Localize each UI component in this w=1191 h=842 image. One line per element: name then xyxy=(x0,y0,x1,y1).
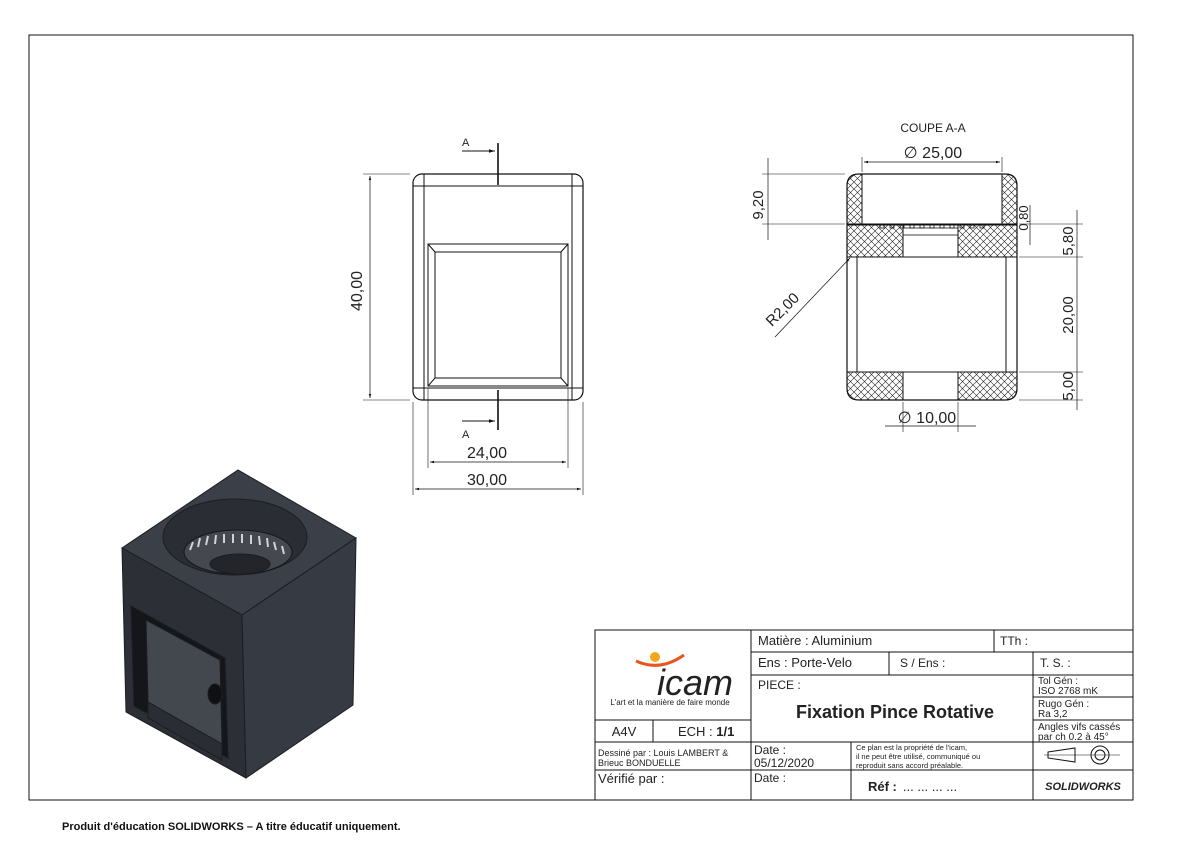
ensemble: Ens : Porte-Velo xyxy=(758,655,852,670)
ref: Réf :... ... ... ... xyxy=(868,779,957,794)
dim-section-radius: R2,00 xyxy=(763,290,803,330)
dim-front-inner-width: 24,00 xyxy=(467,445,507,462)
scale: ECH : 1/1 xyxy=(678,724,734,739)
drawn-by-2: Brieuc BONDUELLE xyxy=(598,758,681,768)
property-1: Ce plan est la propriété de l'icam, xyxy=(856,743,967,752)
rugo-2: Ra 3,2 xyxy=(1038,709,1068,720)
icam-logo-mark xyxy=(635,652,685,667)
property-2: il ne peut être utilisé, communiqué ou xyxy=(856,752,980,761)
section-label-top: A xyxy=(462,137,470,149)
verified-by: Vérifié par : xyxy=(598,771,664,786)
logo-text: icam xyxy=(657,662,733,703)
tol-gen-2: ISO 2768 mK xyxy=(1038,686,1098,697)
ts: T. S. : xyxy=(1040,656,1071,670)
dim-section-wall: 5,80 xyxy=(1060,226,1077,255)
sous-ensemble: S / Ens : xyxy=(900,656,945,670)
sheet-border xyxy=(28,34,1134,801)
dim-section-diameter-bottom: ∅ 10,00 xyxy=(898,410,957,427)
front-view xyxy=(363,143,584,495)
dim-section-bore: 20,00 xyxy=(1060,296,1077,334)
section-title: COUPE A-A xyxy=(900,121,965,135)
logo-tagline: L'art et la manière de faire monde xyxy=(610,698,730,707)
rugo-1: Rugo Gén : xyxy=(1038,699,1089,710)
dim-section-diameter-top: ∅ 25,00 xyxy=(904,145,963,162)
dim-section-depth: 9,20 xyxy=(750,190,767,219)
date2-label: Date : xyxy=(754,771,786,785)
property-3: reproduit sans accord préalable. xyxy=(856,761,963,770)
drawn-by-1: Dessiné par : Louis LAMBERT & xyxy=(598,748,728,758)
tol-gen-1: Tol Gén : xyxy=(1038,676,1078,687)
tth: TTh : xyxy=(1000,634,1028,648)
section-label-bottom: A xyxy=(462,429,470,441)
angles-2: par ch 0.2 à 45° xyxy=(1038,732,1109,743)
software: SOLIDWORKS xyxy=(1045,781,1121,793)
isometric-part-view xyxy=(121,469,357,779)
material: Matière : Aluminium xyxy=(758,633,872,648)
date-label: Date : xyxy=(754,743,786,757)
piece-label: PIECE : xyxy=(758,678,801,692)
format: A4V xyxy=(612,724,637,739)
dim-front-outer-width: 30,00 xyxy=(467,472,507,489)
piece-name: Fixation Pince Rotative xyxy=(796,702,994,722)
date-value: 05/12/2020 xyxy=(754,756,814,770)
angles-1: Angles vifs cassés xyxy=(1038,722,1120,733)
section-view xyxy=(762,157,1083,432)
dim-section-bottom: 5,00 xyxy=(1060,371,1077,400)
title-block xyxy=(594,629,1134,801)
dim-front-height: 40,00 xyxy=(349,271,366,311)
footer-notice: Produit d'éducation SOLIDWORKS – A titre… xyxy=(62,821,401,833)
dim-section-gap: 0,80 xyxy=(1016,205,1031,230)
